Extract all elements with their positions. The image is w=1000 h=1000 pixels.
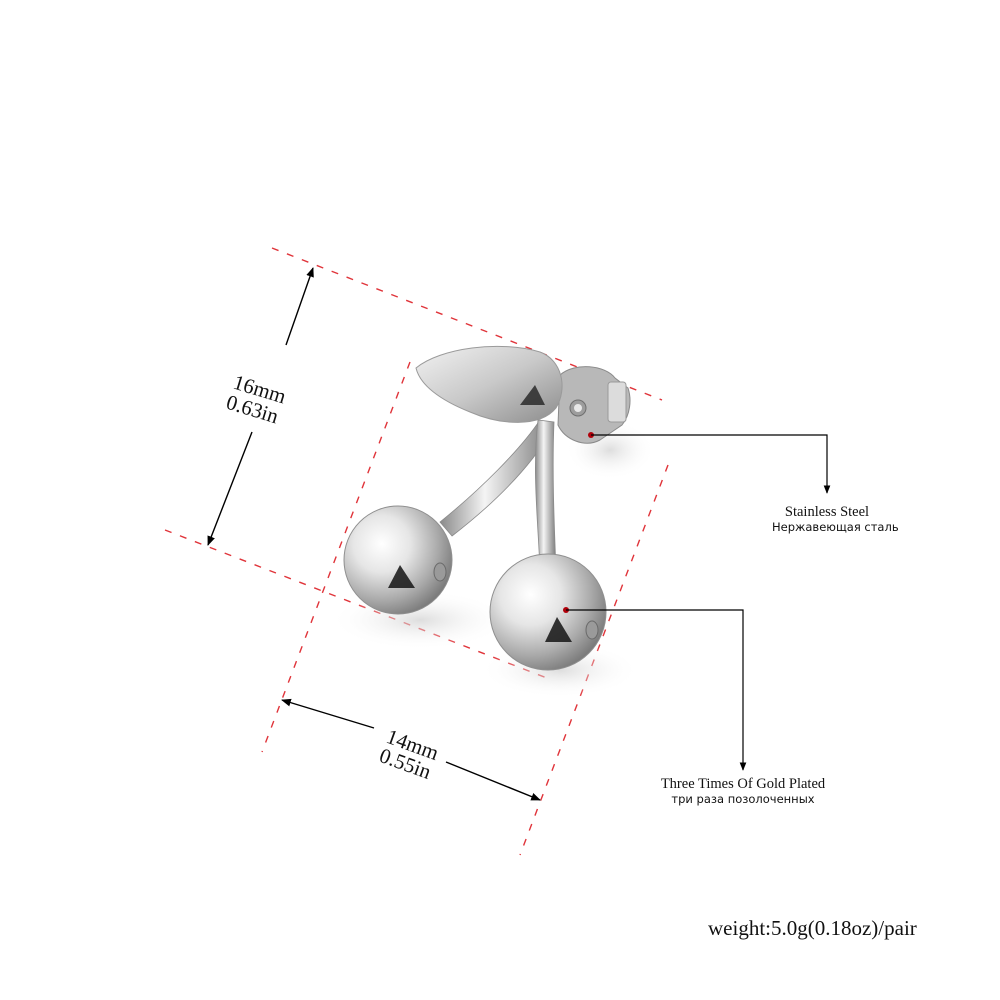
dimension-width: 14mm 0.55in	[281, 698, 541, 801]
cherry-ball-right	[489, 553, 607, 671]
weight-label: weight:5.0g(0.18oz)/pair	[708, 916, 917, 940]
ear-post-back	[557, 366, 631, 444]
callout-gold-plated: Three Times Of Gold Plated три раза позо…	[638, 776, 848, 806]
callout-plating-ru: три раза позолоченных	[671, 792, 815, 806]
height-arrow-lower	[207, 431, 253, 546]
cherry-ball-left	[343, 505, 453, 615]
width-arrow-left	[281, 698, 375, 729]
callout-material-en: Stainless Steel	[784, 504, 870, 520]
width-arrow-right	[445, 761, 541, 801]
guide-bottom	[164, 529, 553, 681]
callout-material-ru: Нержавеющая сталь	[772, 520, 899, 534]
callout-stainless-steel: Stainless Steel Нержавеющая сталь	[772, 504, 899, 534]
callout-stainless-steel-leader	[588, 432, 831, 494]
callout-gold-plated-leader	[563, 607, 747, 771]
height-arrow-upper	[285, 267, 314, 346]
cherry-stem-right	[535, 419, 557, 571]
cherry-leaf	[415, 345, 563, 423]
guide-left	[261, 361, 411, 753]
cherry-stem-left	[439, 419, 553, 537]
cherry-earring-illustration	[343, 345, 631, 671]
callout-plating-en: Three Times Of Gold Plated	[660, 776, 826, 792]
dimension-height: 16mm 0.63in	[207, 267, 314, 546]
guide-top	[271, 247, 663, 401]
